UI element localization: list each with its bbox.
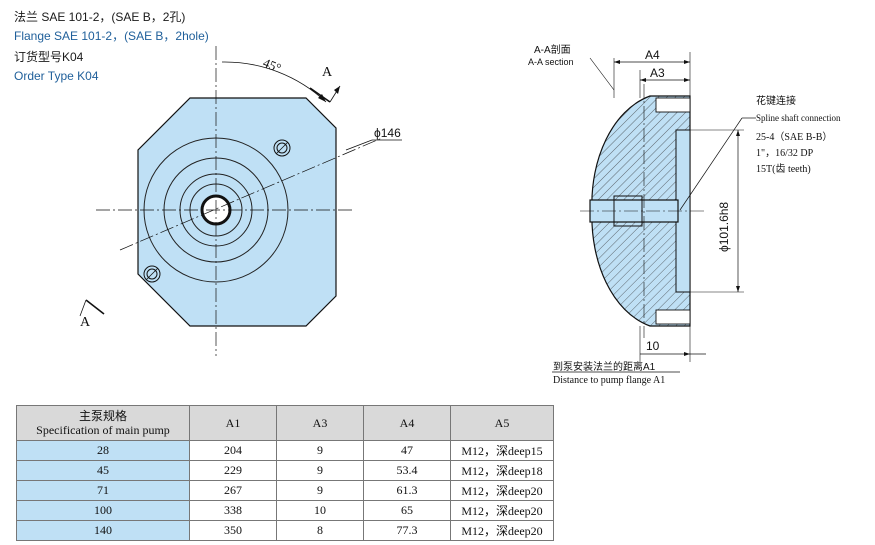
header-spec: 主泵规格 Specification of main pump <box>16 405 190 441</box>
specification-table: 主泵规格 Specification of main pump A1 A3 A4… <box>16 405 554 541</box>
spline-spec-2: 1"，16/32 DP <box>756 148 814 159</box>
angle-arc <box>221 61 327 103</box>
flange-body <box>137 97 337 327</box>
angle-label: 45° <box>261 55 283 76</box>
title-cn: 法兰 SAE 101-2，(SAE B，2孔) <box>14 10 186 24</box>
cell-a5: M12，深deep20 <box>450 480 554 501</box>
spline-spec-1: 25-4（SAE B-B） <box>756 131 832 143</box>
table-row: 45 229 9 53.4 M12，深deep18 <box>16 460 554 481</box>
spline-en: Spline shaft connection <box>756 113 841 123</box>
cell-a3: 8 <box>276 520 364 541</box>
cell-spec: 28 <box>16 440 190 461</box>
front-view: 45° A A ϕ146 <box>79 46 402 356</box>
cell-a5: M12，深deep20 <box>450 500 554 521</box>
bolt-hole-lower <box>143 265 161 283</box>
spline-leader <box>679 117 743 211</box>
cell-a3: 10 <box>276 500 364 521</box>
cell-a1: 204 <box>189 440 277 461</box>
diameter-label: ϕ146 <box>374 126 401 140</box>
table-header-row: 主泵规格 Specification of main pump A1 A3 A4… <box>16 405 554 441</box>
cell-a4: 61.3 <box>363 480 451 501</box>
cell-spec: 45 <box>16 460 190 481</box>
cell-a1: 350 <box>189 520 277 541</box>
header-spec-cn: 主泵规格 <box>78 409 127 423</box>
cell-a5: M12，深deep15 <box>450 440 554 461</box>
dim-a3: A3 <box>650 66 665 80</box>
cell-spec: 71 <box>16 480 190 501</box>
table-row: 140 350 8 77.3 M12，深deep20 <box>16 520 554 541</box>
cell-spec: 100 <box>16 500 190 521</box>
section-line-top <box>309 87 331 103</box>
technical-drawing: 45° A A ϕ146 A-A剖面 A-A section A4 A3 <box>79 43 841 386</box>
cell-a1: 338 <box>189 500 277 521</box>
header-spec-en: Specification of main pump <box>36 423 170 437</box>
cell-a5: M12，深deep20 <box>450 520 554 541</box>
section-title-cn: A-A剖面 <box>534 43 571 56</box>
section-view: A-A剖面 A-A section A4 A3 ϕ101.6h8 花键连接 <box>528 43 841 386</box>
bolt-pattern-centerline <box>119 137 383 251</box>
dim-a4: A4 <box>645 48 660 62</box>
order-type-en: Order Type K04 <box>14 69 99 83</box>
header-a4: A4 <box>363 405 451 441</box>
header-a5: A5 <box>450 405 554 441</box>
cell-a5: M12，深deep18 <box>450 460 554 481</box>
cell-a3: 9 <box>276 440 364 461</box>
section-title-en: A-A section <box>528 57 574 67</box>
table-row: 71 267 9 61.3 M12，深deep20 <box>16 480 554 501</box>
cell-spec: 140 <box>16 520 190 541</box>
section-mark-top: A <box>322 65 333 80</box>
bolt-bore-bottom <box>655 309 691 325</box>
cell-a4: 47 <box>363 440 451 461</box>
spline-cn: 花键连接 <box>756 94 796 107</box>
order-type-cn: 订货型号K04 <box>14 50 84 64</box>
dim-10: 10 <box>646 339 660 353</box>
spline-spec-3: 15T(齿 teeth) <box>756 163 811 175</box>
table-row: 100 338 10 65 M12，深deep20 <box>16 500 554 521</box>
title-en: Flange SAE 101-2，(SAE B，2hole) <box>14 29 209 43</box>
bolt-bore-top <box>655 97 691 113</box>
cell-a3: 9 <box>276 460 364 481</box>
cell-a3: 9 <box>276 480 364 501</box>
cell-a4: 77.3 <box>363 520 451 541</box>
section-mark-bottom: A <box>80 315 91 330</box>
cell-a4: 65 <box>363 500 451 521</box>
dim-diameter: ϕ101.6h8 <box>717 202 731 252</box>
cell-a1: 229 <box>189 460 277 481</box>
table-row: 28 204 9 47 M12，深deep15 <box>16 440 554 461</box>
distance-cn: 到泵安装法兰的距离A1 <box>553 360 656 373</box>
bolt-hole-upper <box>273 139 291 157</box>
header-a3: A3 <box>276 405 364 441</box>
cell-a4: 53.4 <box>363 460 451 481</box>
header-a1: A1 <box>189 405 277 441</box>
distance-en: Distance to pump flange A1 <box>553 375 665 386</box>
cell-a1: 267 <box>189 480 277 501</box>
section-line-bottom <box>85 299 105 315</box>
diameter-leader <box>345 139 373 151</box>
